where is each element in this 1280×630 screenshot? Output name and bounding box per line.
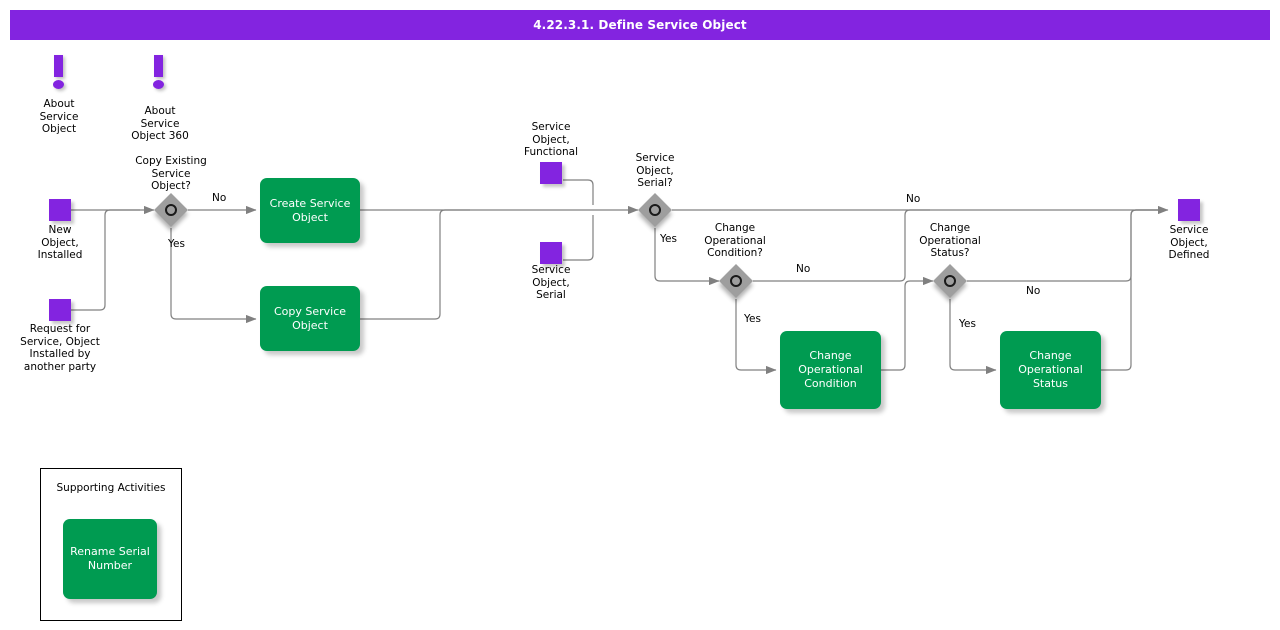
dataobj-request-for-service[interactable]	[49, 299, 71, 321]
label-service-object-defined: Service Object, Defined	[1168, 224, 1210, 261]
gateway-change-operational-condition[interactable]	[719, 264, 753, 298]
flow-copy-to-merge	[360, 209, 470, 320]
gateway-ring-icon	[944, 275, 956, 287]
exclamation-dot	[153, 80, 164, 89]
flow-label-condition-no: No	[796, 263, 811, 275]
flow-label-copy-existing-yes: Yes	[168, 238, 185, 250]
dataobj-service-object-serial[interactable]	[540, 242, 562, 264]
gateway-change-operational-status[interactable]	[933, 264, 967, 298]
gateway-ring-icon	[730, 275, 742, 287]
label-request-for-service: Request for Service, Object Installed by…	[20, 323, 100, 373]
gateway-copy-existing-service-object[interactable]	[154, 193, 188, 227]
label-change-operational-status-q: Change Operational Status?	[919, 222, 981, 259]
label-change-operational-condition-q: Change Operational Condition?	[704, 222, 766, 259]
gateway-service-object-serial[interactable]	[638, 193, 672, 227]
task-create-service-object[interactable]: Create Service Object	[260, 178, 360, 243]
exclamation-dot	[53, 80, 64, 89]
label-new-object-installed: New Object, Installed	[37, 224, 83, 261]
flow-statustask-to-end	[1101, 209, 1160, 371]
flow-label-status-yes: Yes	[959, 318, 976, 330]
exclamation-bar	[154, 55, 163, 77]
flow-label-status-no: No	[1026, 285, 1041, 297]
task-change-operational-status[interactable]: Change Operational Status	[1000, 331, 1101, 409]
flow-condtask-to-status-gateway	[881, 276, 934, 371]
assoc-functional-to-flow	[563, 179, 594, 205]
exclamation-bar	[54, 55, 63, 77]
exclamation-icon-about-service-object	[52, 55, 66, 91]
task-copy-service-object[interactable]: Copy Service Object	[260, 286, 360, 351]
dataobj-service-object-defined[interactable]	[1178, 199, 1200, 221]
flow-condition-yes	[735, 299, 777, 375]
dataobj-service-object-functional[interactable]	[540, 162, 562, 184]
label-about-service-object-360: About Service Object 360	[131, 105, 189, 142]
flow-label-serial-yes: Yes	[660, 233, 677, 245]
flow-condition-no-up	[753, 209, 930, 282]
flow-status-yes	[949, 299, 997, 375]
label-copy-existing-service-object: Copy Existing Service Object?	[135, 155, 207, 192]
flow-label-condition-yes: Yes	[744, 313, 761, 325]
exclamation-icon-about-service-object-360	[152, 55, 166, 91]
dataobj-new-object-installed[interactable]	[49, 199, 71, 221]
label-about-service-object: About Service Object	[39, 98, 79, 135]
flow-serial-yes	[654, 228, 720, 286]
task-change-operational-condition[interactable]: Change Operational Condition	[780, 331, 881, 409]
task-rename-serial-number[interactable]: Rename Serial Number	[63, 519, 157, 599]
flow-copyexisting-yes	[170, 228, 257, 324]
diagram-title-bar: 4.22.3.1. Define Service Object	[10, 10, 1270, 40]
gateway-ring-icon	[649, 204, 661, 216]
flow-request-to-gateway	[71, 209, 140, 311]
assoc-serial-to-flow	[563, 215, 594, 261]
supporting-activities-title: Supporting Activities	[56, 482, 166, 494]
label-service-object-functional: Service Object, Functional	[523, 121, 578, 158]
flow-label-serial-no: No	[906, 193, 921, 205]
gateway-ring-icon	[165, 204, 177, 216]
label-service-object-serial: Service Object, Serial	[531, 264, 571, 301]
page-title: 4.22.3.1. Define Service Object	[533, 18, 747, 32]
flow-label-copy-existing-no: No	[212, 192, 227, 204]
label-service-object-serial-q: Service Object, Serial?	[635, 152, 675, 189]
